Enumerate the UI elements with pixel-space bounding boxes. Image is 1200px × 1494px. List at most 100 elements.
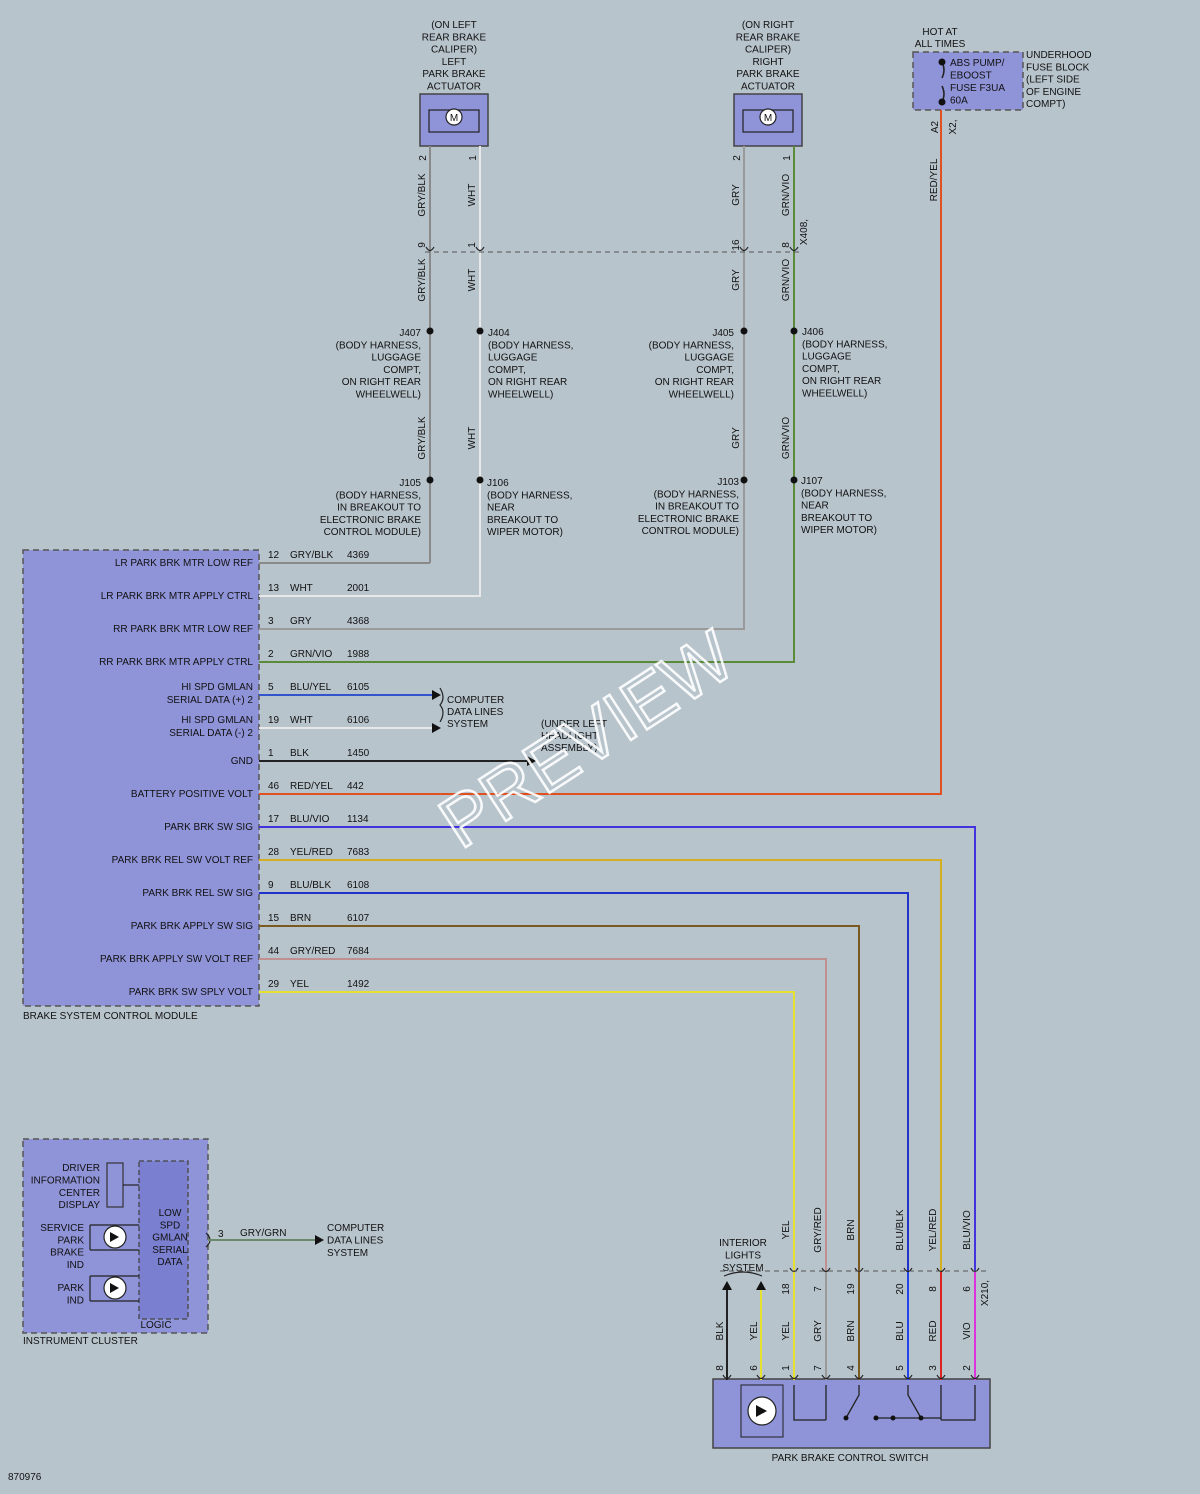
fuse-block-box [912, 51, 1024, 111]
right-actuator-label-line: (ON RIGHT [742, 20, 794, 31]
fuse-terminal [938, 98, 946, 106]
x210-label: X210, [980, 1280, 991, 1306]
bscm-wire-color: GRN/VIO [290, 649, 332, 660]
interior-bracket [723, 1271, 763, 1277]
service-label-line: SERVICE [40, 1223, 84, 1234]
x408-pin: 16 [731, 239, 742, 251]
bscm-pin-number: 2 [268, 649, 274, 660]
splice-j105-line: CONTROL MODULE) [324, 527, 421, 538]
low-spd-label-line: DATA [157, 1257, 183, 1268]
splice-j105-line: J105 [399, 478, 421, 489]
splice-dot [426, 476, 434, 484]
harness-wire-color: GRN/VIO [781, 259, 792, 301]
splice-j404-line: COMPT, [488, 365, 526, 376]
switch-pin: 1 [781, 1365, 792, 1371]
splice-dot [476, 327, 484, 335]
splice-j103-line: IN BREAKOUT TO [655, 502, 739, 513]
splice-j405-line: COMPT, [696, 365, 734, 376]
bscm-wire-color: BLK [290, 748, 309, 759]
bscm-pin-number: 44 [268, 946, 280, 957]
switch-lamp-wire-color: BLK [715, 1321, 726, 1340]
bscm-pin-label: PARK BRK REL SW VOLT REF [112, 855, 253, 866]
switch-lower-wire-color: BRN [846, 1320, 857, 1341]
bscm-circuit-number: 7684 [347, 946, 370, 957]
fuse-label-line: 60A [950, 96, 968, 107]
left-actuator-label-line: PARK BRAKE [422, 69, 485, 80]
bscm-pin-label: BATTERY POSITIVE VOLT [131, 789, 253, 800]
x408-terminal [789, 246, 799, 252]
x408-label: X408, [799, 219, 810, 245]
harness-wire-color: GRY/BLK [417, 258, 428, 301]
actuator-wire-color: WHT [467, 184, 478, 207]
switch-lamp-pin: 8 [715, 1365, 726, 1371]
splice-j404-line: WHEELWELL) [488, 390, 553, 401]
dic-label-line: DISPLAY [59, 1200, 101, 1211]
switch-lower-wire-color: BLU [895, 1321, 906, 1340]
x210-pin: 20 [895, 1283, 906, 1295]
actuator-pin: 1 [468, 155, 479, 161]
switch-upper-wire-color: BRN [846, 1219, 857, 1240]
switch-lamp-arrow [756, 1281, 766, 1290]
switch-lamp-frame [740, 1384, 784, 1438]
splice-j406-line: (BODY HARNESS, [802, 339, 887, 350]
harness-wire-color-2: GRY [731, 427, 742, 449]
bscm-pin-label: GND [231, 756, 253, 767]
splice-j406-line: COMPT, [802, 364, 840, 375]
right-actuator-label-line: CALIPER) [745, 45, 791, 56]
bscm-pin-number: 12 [268, 550, 280, 561]
park-label-line: IND [67, 1295, 84, 1306]
x408-terminal [425, 246, 435, 252]
splice-j404-line: LUGGAGE [488, 353, 538, 364]
splice-j105-line: ELECTRONIC BRAKE [320, 515, 421, 526]
splice-j406-line: J406 [802, 327, 824, 338]
x210-terminal [821, 1267, 831, 1273]
dic-label-line: INFORMATION [31, 1175, 100, 1186]
fuse-pin-x2: X2, [948, 119, 959, 134]
fuse-terminal [938, 58, 946, 66]
splice-j107-line: WIPER MOTOR) [801, 525, 877, 536]
bscm-wire-color: BLU/YEL [290, 682, 332, 693]
bscm-wire [259, 892, 909, 1380]
right-actuator-label-line: REAR BRAKE [736, 32, 801, 43]
switch-contact-dot [918, 1415, 924, 1421]
bscm-pin-label: PARK BRK SW SPLY VOLT [129, 987, 253, 998]
x408-pin: 1 [467, 242, 478, 248]
bscm-pin-number: 19 [268, 715, 280, 726]
service-label-line: PARK [58, 1235, 85, 1246]
bscm-circuit-number: 4369 [347, 550, 370, 561]
switch-terminal [854, 1374, 864, 1380]
switch-lamp-diode [756, 1405, 767, 1417]
indicator-lead [89, 1224, 139, 1251]
cluster-wire-color: GRY/GRN [240, 1228, 287, 1239]
left-actuator-label-line: ACTUATOR [427, 82, 481, 93]
splice-j106-line: J106 [487, 478, 509, 489]
splice-j106-line: WIPER MOTOR) [487, 527, 563, 538]
cluster-dest-label-line: DATA LINES [327, 1235, 384, 1246]
splice-j407-line: COMPT, [383, 365, 421, 376]
fuse-pin-a2: A2 [930, 120, 941, 133]
switch-lower-wire-color: VIO [962, 1322, 973, 1339]
splice-j107-line: NEAR [801, 501, 829, 512]
low-spd-label-line: GMLAN [152, 1233, 188, 1244]
bscm-wire [259, 110, 942, 795]
bscm-wire-color: GRY [290, 616, 312, 627]
splice-j106-line: NEAR [487, 503, 515, 514]
fuse-wire-color: RED/YEL [929, 158, 940, 201]
bscm-pin-number: 46 [268, 781, 280, 792]
bscm-wire-color: BRN [290, 913, 311, 924]
bscm-pin-label: RR PARK BRK MTR APPLY CTRL [99, 657, 253, 668]
switch-pin: 7 [813, 1365, 824, 1371]
under-left-label-line: (UNDER LEFT [541, 719, 607, 730]
switch-upper-wire-color: BLU/VIO [962, 1210, 973, 1250]
dic-label-line: DRIVER [62, 1163, 100, 1174]
splice-j103-line: ELECTRONIC BRAKE [638, 514, 739, 525]
splice-dot [426, 327, 434, 335]
splice-j103-line: J103 [717, 477, 739, 488]
bscm-pin-number: 13 [268, 583, 280, 594]
cluster-logic-box [138, 1160, 189, 1320]
splice-j406-line: WHEELWELL) [802, 389, 867, 400]
bscm-circuit-number: 2001 [347, 583, 370, 594]
actuator-wire-color: GRN/VIO [781, 174, 792, 216]
computer-data-label-line: SYSTEM [447, 719, 488, 730]
